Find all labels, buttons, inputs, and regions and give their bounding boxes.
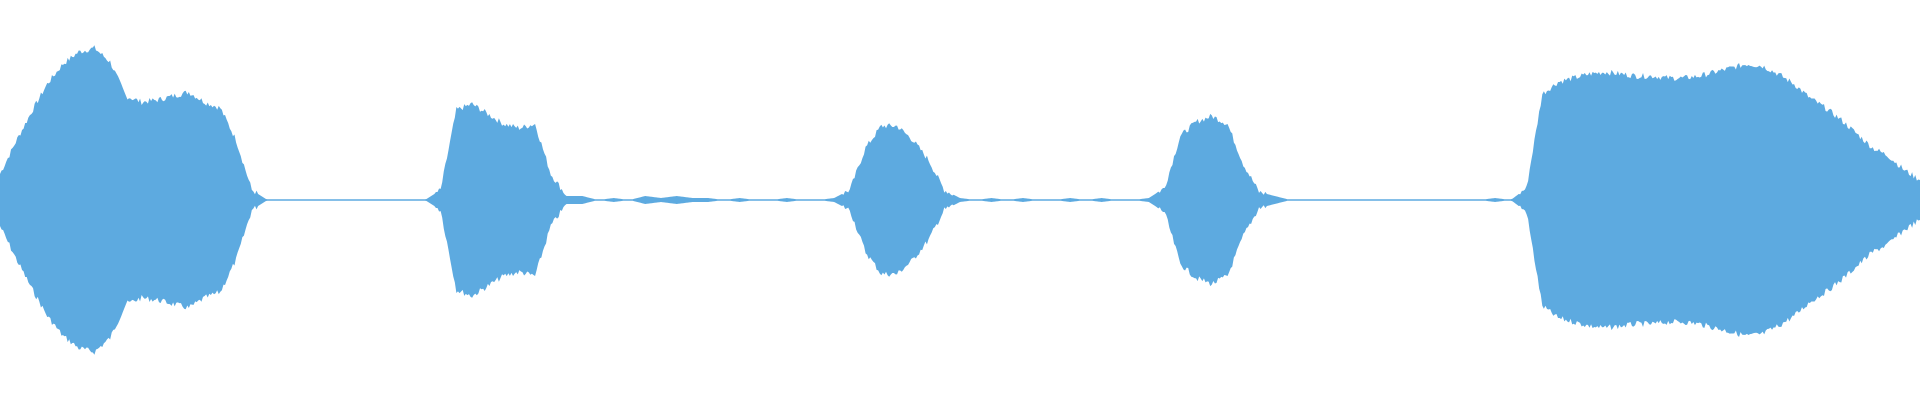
waveform-shape bbox=[0, 45, 1920, 355]
